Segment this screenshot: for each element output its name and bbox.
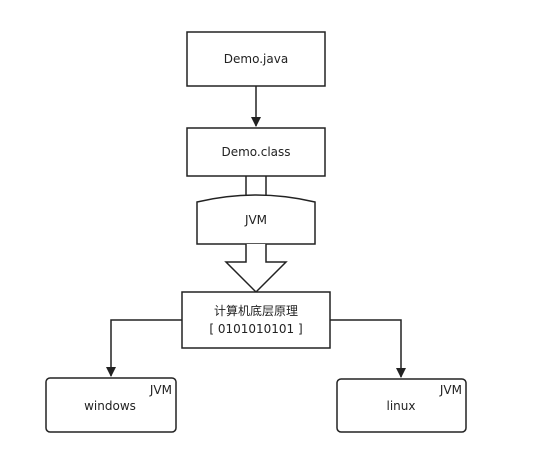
- core-label-line1: 计算机底层原理: [214, 303, 298, 318]
- core-to-windows-arrow: [106, 319, 182, 377]
- linux-label: linux: [387, 399, 416, 413]
- core-box[interactable]: [181, 291, 331, 349]
- windows-box[interactable]: [45, 377, 177, 433]
- demo-java-label: Demo.java: [224, 52, 288, 66]
- linux-jvm-tag: JVM: [439, 383, 462, 397]
- windows-label: windows: [84, 399, 136, 413]
- demo-class-box[interactable]: [186, 127, 326, 177]
- core-to-linux-arrow: [330, 319, 406, 378]
- windows-jvm-tag: JVM: [149, 383, 172, 397]
- linux-box[interactable]: [336, 378, 467, 433]
- demo-class-label: Demo.class: [221, 145, 290, 159]
- jvm-to-core-block-arrow: [224, 244, 288, 294]
- jvm-shape[interactable]: [196, 194, 316, 245]
- core-label-line2: [ 0101010101 ]: [209, 322, 302, 336]
- demo-java-box[interactable]: [186, 31, 326, 87]
- jvm-label: JVM: [244, 213, 267, 227]
